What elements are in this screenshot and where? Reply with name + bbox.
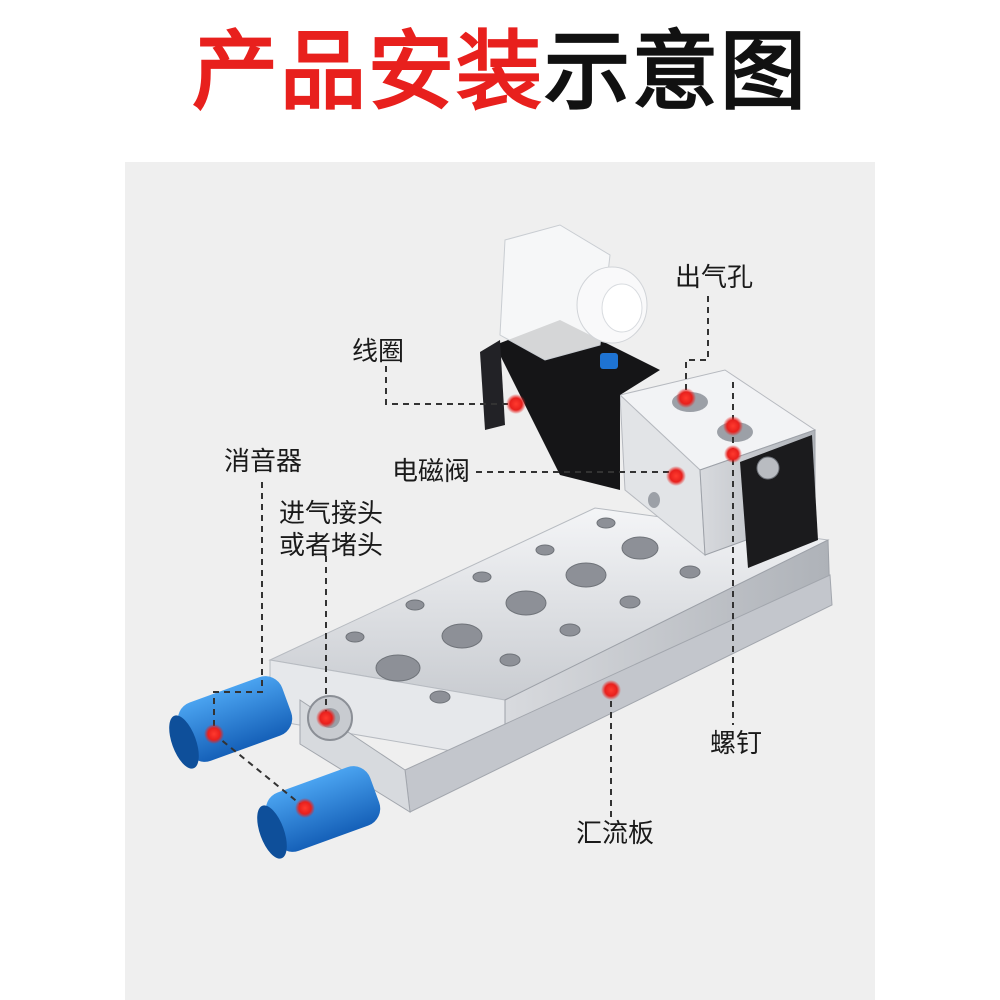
label-inlet-line1: 进气接头 <box>279 499 384 529</box>
coil-connector <box>499 224 648 361</box>
marker-screw <box>724 445 742 463</box>
title-red-part: 产品安装 <box>192 22 544 122</box>
title-black-part: 示意图 <box>544 22 808 122</box>
marker-outlet-upper <box>676 388 696 408</box>
marker-solenoid-valve <box>666 466 686 486</box>
marker-dots <box>204 388 743 818</box>
valve-end-cap <box>740 435 818 568</box>
label-screw: 螺钉 <box>710 729 763 759</box>
muffler-lower <box>257 766 381 859</box>
marker-outlet-lower <box>723 416 743 436</box>
marker-muffler-lower <box>295 798 315 818</box>
label-coil: 线圈 <box>352 337 405 367</box>
label-muffler: 消音器 <box>224 447 303 477</box>
label-manifold: 汇流板 <box>576 819 655 849</box>
marker-inlet <box>316 708 336 728</box>
manifold-holes <box>345 517 701 704</box>
leader-lines <box>213 296 734 818</box>
marker-manifold <box>601 680 621 700</box>
marker-coil <box>506 394 526 414</box>
muffler-upper <box>169 676 293 769</box>
label-outlet: 出气孔 <box>675 263 754 293</box>
coil-housing <box>480 320 660 490</box>
marker-muffler <box>204 724 224 744</box>
label-inlet-line2: 或者堵头 <box>279 531 384 561</box>
page-title: 产品安装示意图 <box>0 22 1000 122</box>
label-solenoid-valve: 电磁阀 <box>392 457 471 487</box>
